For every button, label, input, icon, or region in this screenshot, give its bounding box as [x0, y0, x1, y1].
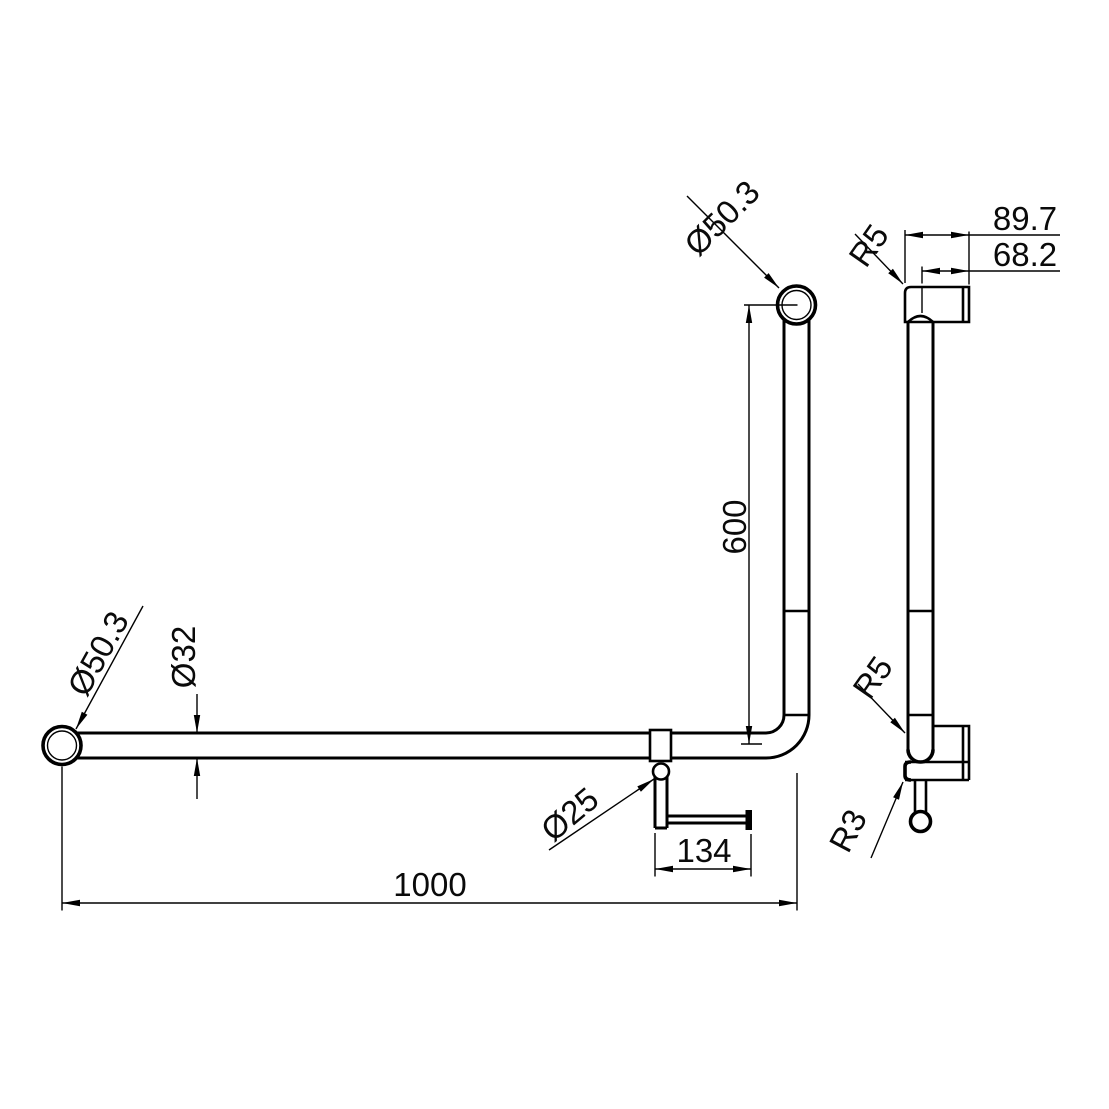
dim-o32-arrow-top [193, 715, 201, 733]
leader-r5-top-arrow [888, 268, 903, 284]
holder-pivot-circle [651, 762, 671, 781]
dim-897-arrow-right [951, 231, 969, 239]
dimensions: 600 Ø32 1000 134 Ø50.3 Ø50.3 Ø25 [60, 173, 1060, 911]
side-view [903, 285, 971, 834]
top-bracket-outline [903, 285, 971, 324]
left-end-cap-outer [41, 724, 83, 767]
dim-682-label: 68.2 [993, 236, 1057, 273]
dim-897-label: 89.7 [993, 200, 1057, 237]
dim-1000-label: 1000 [393, 866, 466, 903]
left-end-cap-inner [46, 730, 78, 761]
dim-134-arrow-right [733, 865, 751, 873]
dim-o503-left-label: Ø50.3 [60, 605, 136, 702]
dim-1000-arrow-right [779, 899, 797, 907]
dim-1000-arrow-left [62, 899, 80, 907]
dim-r3-label: R3 [822, 803, 874, 858]
side-rail-rounded-end [906, 749, 935, 764]
bend-outer-arc [765, 714, 811, 760]
holder-bar-end-cap [745, 810, 752, 830]
dim-o32-label: Ø32 [165, 626, 202, 688]
leader-o503-left [75, 605, 144, 730]
leader-o25-arrow [637, 779, 654, 792]
side-roll-bar-circle [908, 809, 933, 834]
dim-o32-arrow-bottom [193, 758, 201, 776]
dim-897-arrow-left [905, 231, 923, 239]
leader-r3-arrow [893, 782, 903, 800]
leader-o503-left-arrow [76, 711, 88, 729]
leader-o25 [548, 778, 655, 851]
leader-o503-top-arrow [764, 273, 779, 288]
dim-600-arrow-top [745, 305, 753, 323]
dim-600-label: 600 [716, 499, 753, 554]
front-view [41, 284, 818, 830]
holder-plate-front-edge [903, 760, 912, 782]
top-escutcheon-dome [907, 314, 934, 323]
dim-o25-label: Ø25 [534, 780, 606, 848]
bend-inner-arc [765, 714, 786, 735]
leader-o503-top [686, 195, 780, 289]
dim-600-arrow-bottom [745, 726, 753, 744]
dim-134-label: 134 [676, 832, 731, 869]
dim-r5-top-label: R5 [841, 218, 896, 274]
dim-682-arrow-right [951, 267, 969, 275]
dim-682-arrow-left [922, 267, 940, 275]
rail-collar [648, 728, 673, 763]
leader-r5-bottom-arrow [890, 717, 905, 733]
dim-134-arrow-left [655, 865, 673, 873]
dim-r5-bottom-label: R5 [845, 650, 900, 706]
dim-o503-top-label: Ø50.3 [677, 173, 767, 263]
